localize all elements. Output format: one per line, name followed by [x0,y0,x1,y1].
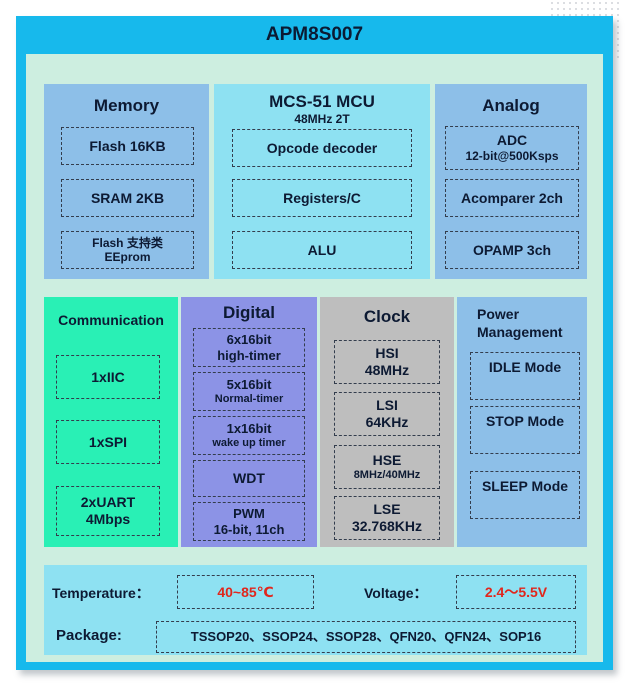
lse-line2: 32.768KHz [351,518,423,534]
clock-header: Clock [363,307,411,326]
opcode-decoder-label: Opcode decoder [266,139,378,156]
hse-line2: 8MHz/40MHz [353,468,421,481]
voltage-value-box: 2.4～5.5V [456,575,576,609]
high-timer-box: 6x16bit high-timer [193,328,305,367]
adc-line2: 12-bit@500Ksps [465,149,559,164]
hsi-box: HSI 48MHz [334,340,440,384]
alu-box: ALU [232,231,412,269]
wakeup-timer-line2: wake up timer [212,436,286,449]
flash-label: Flash 16KB [89,137,166,154]
adc-box: ADC 12-bit@500Ksps [445,126,579,170]
acomparer-label: Acomparer 2ch [461,189,563,206]
lse-box: LSE 32.768KHz [334,496,440,540]
stop-mode-box: STOP Mode [470,406,580,454]
registers-box: Registers/C [232,179,412,217]
mcu-header: MCS-51 MCU [269,92,375,111]
wakeup-timer-box: 1x16bit wake up timer [193,416,305,455]
eeprom-line2: EEprom [104,250,151,264]
opamp-label: OPAMP 3ch [472,241,552,258]
adc-line1: ADC [496,132,528,149]
flash-box: Flash 16KB [61,127,194,165]
pwm-line2: 16-bit, 11ch [213,521,285,537]
iic-box: 1xIIC [56,355,160,399]
hse-box: HSE 8MHz/40MHz [334,445,440,489]
temperature-label: Temperature： [52,585,150,601]
normal-timer-box: 5x16bit Normal-timer [193,372,305,411]
digital-block: Digital 6x16bit high-timer 5x16bit Norma… [181,297,317,547]
wdt-label: WDT [233,470,265,487]
opamp-box: OPAMP 3ch [445,231,579,269]
package-value: TSSOP20、SSOP24、SSOP28、QFN20、QFN24、SOP16 [190,629,542,645]
hsi-line1: HSI [375,345,399,362]
high-timer-line2: high-timer [217,347,281,363]
chip-diagram-frame: APM8S007 Memory Flash 16KB SRAM 2KB Flas… [16,16,613,670]
high-timer-line1: 6x16bit [226,331,272,347]
wakeup-timer-line1: 1x16bit [226,421,272,437]
voltage-label: Voltage： [364,585,428,601]
lsi-line1: LSI [376,397,398,414]
sram-label: SRAM 2KB [90,189,165,206]
memory-block: Memory Flash 16KB SRAM 2KB Flash 支持类 EEp… [44,84,209,279]
idle-mode-label: IDLE Mode [488,359,562,375]
analog-block: Analog ADC 12-bit@500Ksps Acomparer 2ch … [435,84,587,279]
specs-block: Temperature： 40~85℃ Voltage： 2.4～5.5V Pa… [44,565,587,655]
iic-label: 1xIIC [91,368,125,385]
acomparer-box: Acomparer 2ch [445,179,579,217]
power-management-block: Power Management IDLE Mode STOP Mode SLE… [457,297,587,547]
chip-body: Memory Flash 16KB SRAM 2KB Flash 支持类 EEp… [26,54,603,662]
pwm-line1: PWM [233,505,265,521]
clock-block: Clock HSI 48MHz LSI 64KHz HSE 8MHz/40MHz… [320,297,454,547]
digital-header: Digital [223,303,275,322]
sleep-mode-label: SLEEP Mode [481,478,569,494]
chip-title: APM8S007 [265,24,364,45]
power-header-line2: Management [477,324,563,341]
wdt-box: WDT [193,460,305,497]
uart-box: 2xUART 4Mbps [56,486,160,536]
communication-header: Communication [58,312,164,328]
sleep-mode-box: SLEEP Mode [470,471,580,519]
alu-label: ALU [307,241,337,258]
memory-header: Memory [93,96,160,115]
analog-header: Analog [482,96,540,115]
mcu-subheader: 48MHz 2T [294,112,350,126]
lsi-box: LSI 64KHz [334,392,440,436]
uart-line2: 4Mbps [85,511,131,527]
spi-label: 1xSPI [88,433,128,450]
hse-line1: HSE [372,452,402,468]
sram-box: SRAM 2KB [61,179,194,217]
spi-box: 1xSPI [56,420,160,464]
power-header-line1: Power [477,306,520,322]
uart-line1: 2xUART [80,494,136,511]
idle-mode-box: IDLE Mode [470,352,580,400]
package-value-box: TSSOP20、SSOP24、SSOP28、QFN20、QFN24、SOP16 [156,621,576,653]
lse-line1: LSE [373,501,401,518]
opcode-decoder-box: Opcode decoder [232,129,412,167]
mcu-block: MCS-51 MCU 48MHz 2T Opcode decoder Regis… [214,84,430,279]
voltage-value: 2.4～5.5V [484,583,548,600]
eeprom-line1: Flash 支持类 [92,235,163,250]
temperature-value-box: 40~85℃ [177,575,314,609]
communication-block: Communication 1xIIC 1xSPI 2xUART 4Mbps [44,297,178,547]
normal-timer-line1: 5x16bit [226,377,272,393]
normal-timer-line2: Normal-timer [214,392,284,405]
pwm-box: PWM 16-bit, 11ch [193,502,305,541]
lsi-line2: 64KHz [365,414,409,430]
stop-mode-label: STOP Mode [485,413,565,429]
eeprom-box: Flash 支持类 EEprom [61,231,194,269]
package-label: Package: [56,627,122,644]
hsi-line2: 48MHz [364,362,410,378]
temperature-value: 40~85℃ [217,583,274,600]
power-header: Power Management [477,305,563,341]
registers-label: Registers/C [283,189,361,206]
